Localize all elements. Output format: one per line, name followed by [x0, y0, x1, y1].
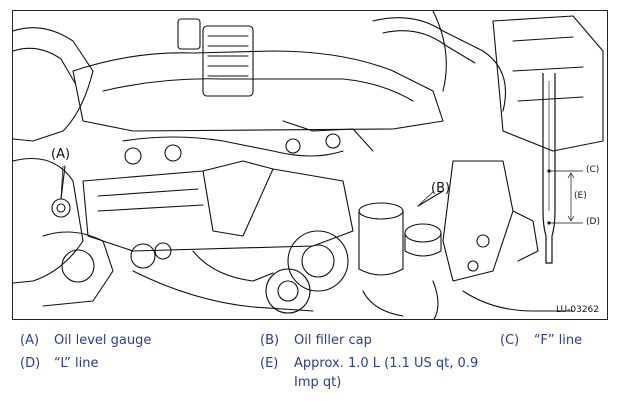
legend-text: Oil filler cap	[294, 333, 372, 348]
callout-a: (A)	[51, 147, 71, 162]
figure-legend: (A) Oil level gauge (B) Oil filler cap (…	[0, 329, 622, 401]
legend-key: (A)	[20, 333, 40, 348]
gauge-label-e: (E)	[574, 191, 587, 201]
legend-key: (C)	[500, 333, 520, 348]
legend-text: “L” line	[54, 356, 99, 371]
legend-text: “F” line	[534, 333, 583, 348]
engine-line-drawing	[13, 11, 604, 319]
legend-text: Oil level gauge	[54, 333, 152, 348]
gauge-label-c: (C)	[586, 165, 600, 175]
legend-key: (D)	[20, 356, 41, 371]
legend-key: (E)	[260, 356, 279, 371]
engine-figure: (A) (B) (C) (E) (D) LU-03262	[12, 10, 608, 320]
gauge-label-d: (D)	[586, 217, 600, 227]
callout-b: (B)	[431, 181, 451, 196]
legend-key: (B)	[260, 333, 280, 348]
figure-code: LU-03262	[555, 305, 599, 315]
legend-text: Approx. 1.0 L (1.1 US qt, 0.9 Imp qt)	[294, 356, 479, 390]
